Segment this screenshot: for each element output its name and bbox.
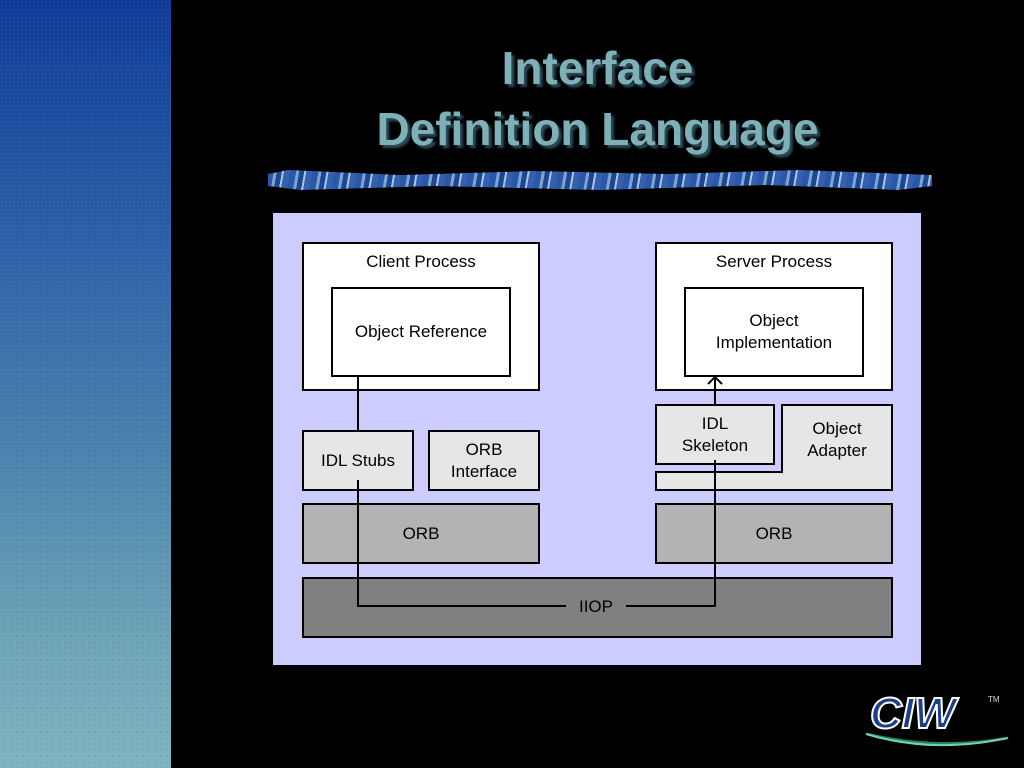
iiop-label: IIOP <box>566 596 626 618</box>
svg-text:TM: TM <box>988 695 1000 704</box>
orb-interface-box: ORB Interface <box>428 430 540 491</box>
idl-stubs-label: IDL Stubs <box>320 450 396 470</box>
client-orb-box: ORB <box>302 503 540 564</box>
server-process-label: Server Process <box>715 252 833 271</box>
sidebar-texture <box>0 0 171 768</box>
svg-text:CIW: CIW <box>870 689 959 738</box>
idl-skeleton-box: IDL Skeleton <box>655 404 775 465</box>
object-adapter-box: Object Adapter <box>781 404 893 473</box>
server-orb-label: ORB <box>755 523 793 543</box>
object-implementation-label: Object Implementation <box>715 311 833 352</box>
object-reference-label: Object Reference <box>354 322 488 341</box>
object-implementation-box: Object Implementation <box>684 287 864 377</box>
object-reference-box: Object Reference <box>331 287 511 377</box>
client-process-label: Client Process <box>366 252 476 271</box>
server-orb-box: ORB <box>655 503 893 564</box>
object-adapter-base <box>655 471 893 491</box>
idl-skeleton-label: IDL Skeleton <box>681 413 749 455</box>
sidebar-gradient <box>0 0 171 768</box>
ciw-logo: CIW TM <box>864 688 1010 747</box>
title-divider <box>268 170 932 190</box>
client-orb-label: ORB <box>402 523 440 543</box>
orb-interface-label: ORB Interface <box>450 439 518 481</box>
title-line-2: Definition Language <box>376 103 819 155</box>
slide-title: Interface Definition Language <box>171 38 1024 160</box>
object-adapter-label: Object Adapter <box>807 418 867 460</box>
idl-stubs-box: IDL Stubs <box>302 430 414 491</box>
title-line-1: Interface <box>501 42 694 94</box>
